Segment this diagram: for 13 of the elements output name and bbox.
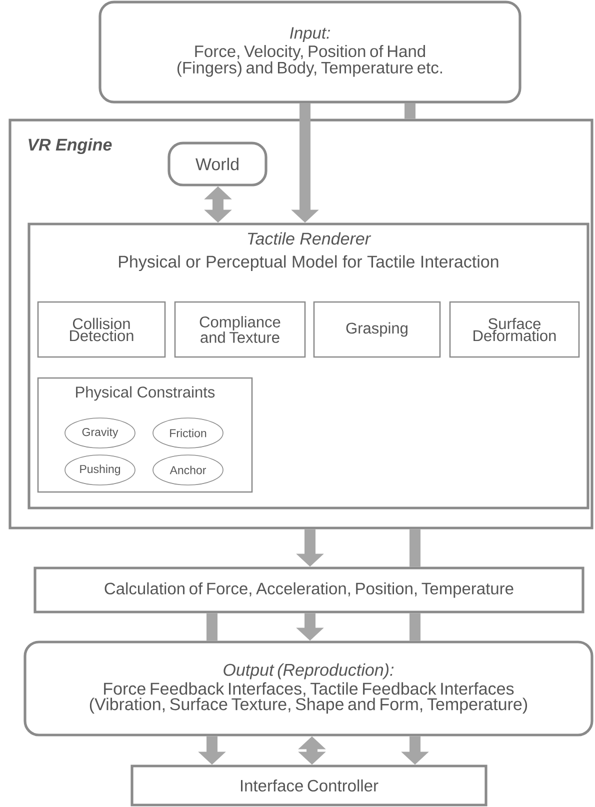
process-box: Interface Controller [130,764,488,806]
oval: Friction [152,418,224,448]
process-box: Collision Detection [37,301,166,358]
oval: Gravity [64,418,136,448]
rounded-box: Input: Force, Velocity, Position of Hand (Fingers) and Body, Temperature etc. [98,0,522,104]
rounded-box: World [168,142,268,186]
process-box: Compliance and Texture [174,301,306,358]
process-box: Surface Deformation [449,301,580,358]
rounded-box: Output (Reproduction): Force Feedback Interfaces, Tactile Feedback Interfaces (Vibration, Surface Texture, Shape and Form, Temperature) [24,640,594,736]
oval: Anchor [152,454,224,486]
process-box: Calculation of Force, Acceleration, Position, Temperature [34,566,584,614]
oval: Pushing [64,454,136,486]
process-box: Grasping [313,301,441,358]
